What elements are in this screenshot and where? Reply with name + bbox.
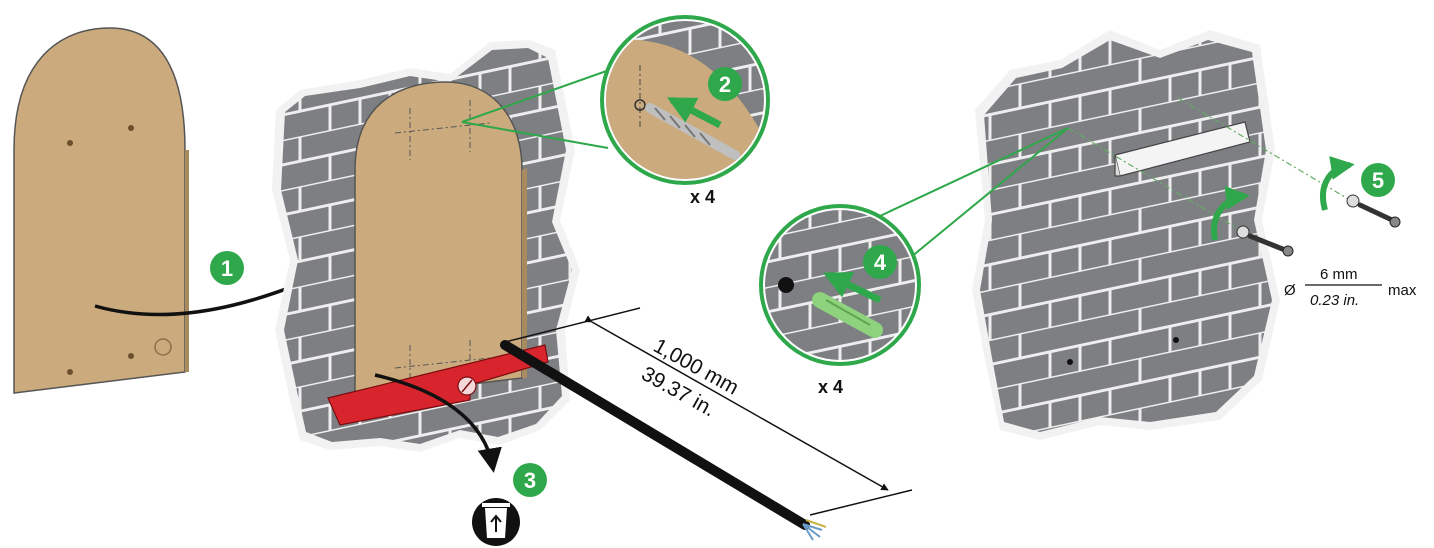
step-badge-4: 4: [863, 245, 897, 279]
right-wall: [972, 30, 1280, 440]
screw-max-label: max: [1388, 282, 1417, 299]
spirit-level-icon: [327, 344, 549, 426]
step-1-number: 1: [221, 256, 233, 281]
wall-anchor-icon: [812, 292, 883, 338]
step-2-number: 2: [719, 72, 731, 97]
screw-spec: Ø 6 mm 0.23 in. max: [1284, 266, 1417, 309]
recycle-bin-icon: [472, 498, 520, 546]
step-4-number: 4: [874, 250, 887, 275]
mounted-template: [354, 81, 527, 399]
diameter-symbol: Ø: [1284, 282, 1296, 299]
screw-icon: [1346, 194, 1401, 228]
step-badge-2: 2: [708, 67, 742, 101]
screw-icon: [1236, 225, 1294, 257]
step-badge-3: 3: [513, 463, 547, 497]
screw-diameter-mm: 6 mm: [1320, 266, 1358, 283]
discard-arrow: [374, 373, 502, 473]
mounting-bracket: [1067, 97, 1401, 257]
step-badge-1: 1: [210, 251, 244, 285]
step-badge-5: 5: [1361, 163, 1395, 197]
step-5-number: 5: [1372, 168, 1384, 193]
step-3-number: 3: [524, 468, 536, 493]
anchor-detail-callout: [759, 127, 1069, 366]
anchor-count-label: x 4: [818, 377, 843, 397]
drill-count-label: x 4: [690, 187, 715, 207]
screw-diameter-in: 0.23 in.: [1310, 292, 1359, 309]
template-board: [13, 27, 189, 394]
